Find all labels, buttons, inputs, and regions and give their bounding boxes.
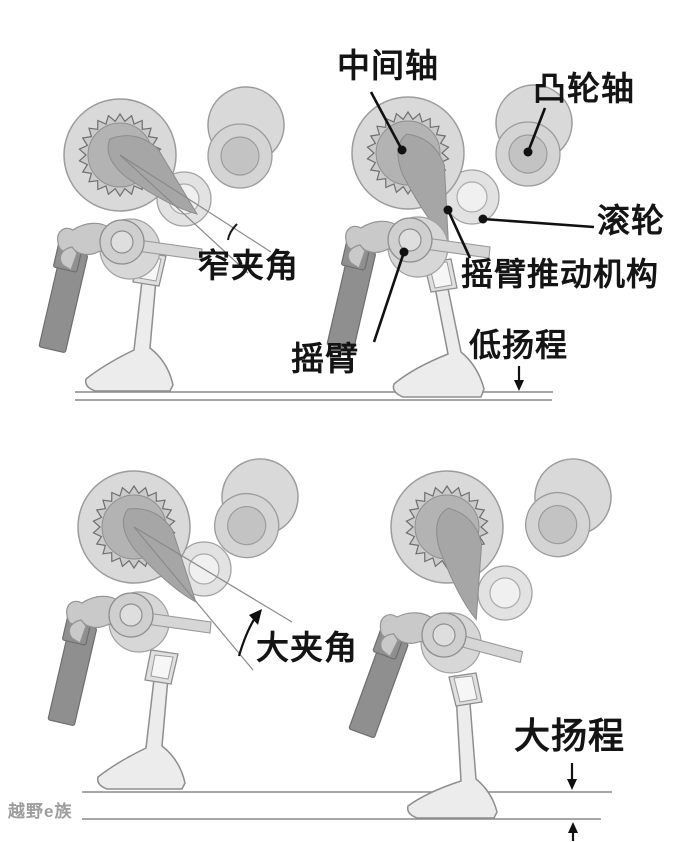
label-large-angle: 大夹角: [256, 629, 358, 666]
watermark: 越野e族: [8, 802, 73, 821]
camshaft-cylinder: [207, 86, 285, 189]
valve: [84, 254, 174, 392]
rocker-arm: [343, 600, 527, 756]
mechanism-top-left: [34, 86, 285, 392]
label-low-lift: 低扬程: [469, 327, 569, 363]
label-roller: 滚轮: [597, 202, 665, 239]
valve-seat-lines-bottom: [82, 791, 612, 820]
large-angle-lines: [133, 526, 293, 671]
label-rocker-arm: 摇臂: [291, 340, 359, 377]
label-large-lift: 大扬程: [514, 715, 626, 756]
valve: [392, 261, 485, 398]
leader-intermediate-shaft: [369, 91, 404, 151]
leader-camshaft: [526, 107, 547, 153]
mechanism-top-right: [322, 84, 573, 398]
mechanism-bottom-right: [343, 448, 622, 819]
low-lift-arrow: [514, 366, 524, 391]
mechanism-bottom-left: [43, 450, 307, 790]
leader-push-mechanism: [446, 209, 472, 259]
valve: [96, 652, 186, 790]
large-lift-arrow-down: [567, 763, 577, 790]
narrow-angle-lines: [119, 154, 272, 274]
rocker-arm: [34, 218, 203, 354]
annotations: [237, 91, 595, 841]
camshaft-cylinder: [516, 448, 622, 570]
label-narrow-angle: 窄夹角: [197, 247, 299, 284]
large-angle-arrow: [237, 609, 262, 657]
leader-roller: [482, 217, 595, 229]
leader-rocker-arm: [372, 251, 406, 343]
rocker-arm: [43, 591, 212, 727]
roller-wheel: [477, 565, 533, 621]
label-intermediate-shaft: 中间轴: [337, 47, 439, 84]
label-rocker-push-mechanism: 摇臂推动机构: [461, 256, 660, 292]
valve: [406, 675, 498, 819]
label-camshaft: 凸轮轴: [533, 70, 635, 107]
large-lift-arrow-up: [568, 822, 578, 841]
